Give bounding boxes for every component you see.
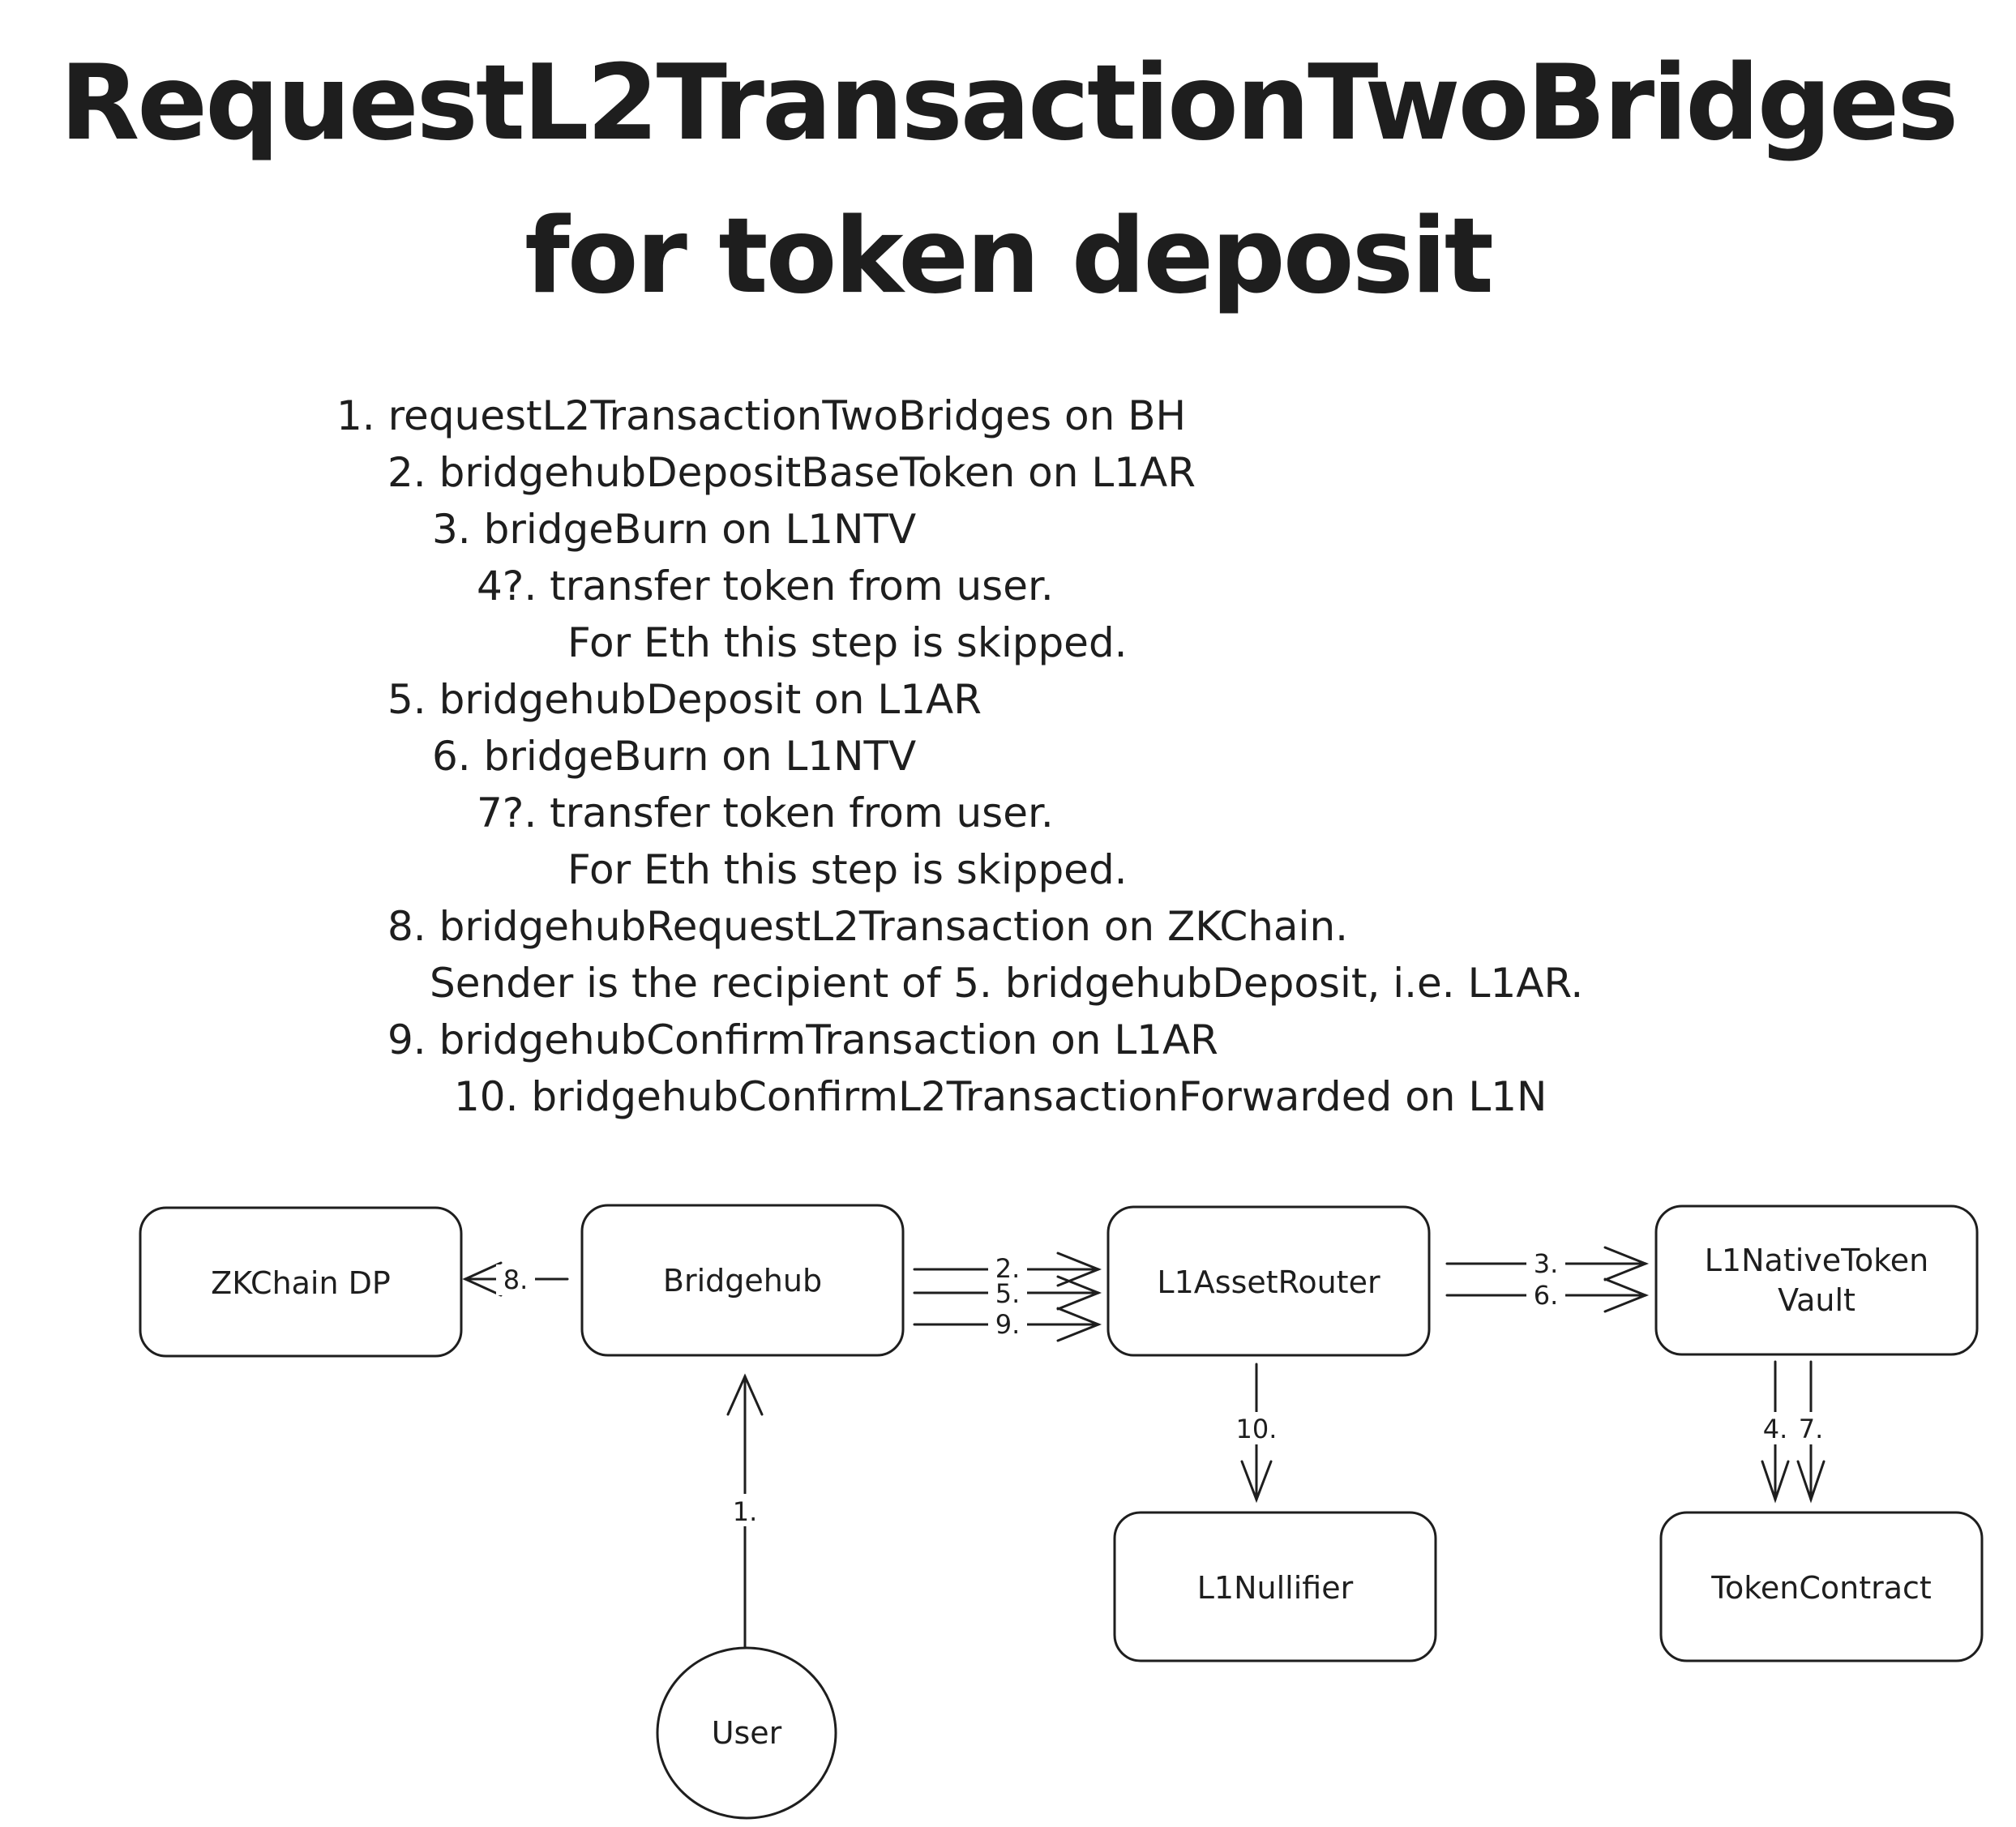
diagram-title-line-1: RequestL2TransactionTwoBridges [59, 43, 1959, 164]
edge-6-label: 6. [1534, 1280, 1559, 1311]
edge-2-label: 2. [995, 1253, 1021, 1284]
node-token-contract-box [1659, 1511, 1984, 1662]
edge-2: 2. [913, 1252, 1102, 1287]
edge-3: 3. [1445, 1246, 1650, 1281]
node-token-contract: TokenContract [1659, 1511, 1984, 1662]
node-user-label: User [712, 1715, 782, 1751]
edge-7-label: 7. [1799, 1414, 1824, 1444]
step-1: 1. requestL2TransactionTwoBridges on BH [336, 392, 1187, 439]
edge-5-arrowhead [1056, 1275, 1102, 1311]
edge-10-label: 10. [1236, 1414, 1278, 1444]
node-l1-asset-router-label: L1AssetRouter [1157, 1264, 1380, 1300]
edge-4-label-bg [1757, 1412, 1787, 1444]
edge-5: 5. [913, 1275, 1102, 1311]
edge-5-label: 5. [995, 1278, 1021, 1309]
edge-1-label: 1. [733, 1496, 758, 1527]
edge-5-label-bg [988, 1282, 1027, 1307]
edge-7-label-bg [1793, 1412, 1822, 1444]
node-zkchain-dp-box [139, 1206, 463, 1358]
edge-7: 7. [1793, 1360, 1826, 1504]
edge-9-label-bg [988, 1311, 1027, 1337]
step-2: 2. bridgehubDepositBaseToken on L1AR [387, 449, 1196, 496]
edge-4-arrowhead [1761, 1460, 1790, 1504]
edge-8: 8. [462, 1261, 569, 1297]
node-l1-asset-router: L1AssetRouter [1106, 1205, 1431, 1357]
edge-9: 9. [913, 1307, 1102, 1342]
step-7: 7?. transfer token from user. [477, 789, 1054, 836]
edge-6-arrowhead [1603, 1277, 1650, 1313]
step-6: 6. bridgeBurn on L1NTV [432, 733, 917, 780]
edge-10-arrowhead [1240, 1460, 1273, 1504]
edge-1-arrowhead [726, 1373, 764, 1416]
step-4-note: For Eth this step is skipped. [567, 619, 1128, 666]
node-l1-nullifier-box [1113, 1511, 1437, 1662]
edge-4: 4. [1757, 1360, 1790, 1504]
node-l1-native-token-vault-box [1654, 1204, 1979, 1356]
edge-10-label-bg [1227, 1412, 1286, 1444]
edge-1-label-bg [725, 1494, 764, 1526]
edge-9-label: 9. [995, 1309, 1021, 1340]
edge-6: 6. [1445, 1277, 1650, 1313]
node-zkchain-dp: ZKChain DP [139, 1206, 463, 1358]
step-list: 1. requestL2TransactionTwoBridges on BH … [336, 392, 1584, 1120]
edge-8-label: 8. [503, 1264, 529, 1295]
edge-6-label-bg [1526, 1282, 1565, 1308]
step-8: 8. bridgehubRequestL2Transaction on ZKCh… [387, 903, 1349, 950]
step-5: 5. bridgehubDeposit on L1AR [387, 676, 982, 723]
node-user: User [656, 1646, 837, 1820]
edge-2-arrowhead [1056, 1252, 1102, 1287]
step-4: 4?. transfer token from user. [477, 563, 1054, 610]
step-7-note: For Eth this step is skipped. [567, 846, 1128, 893]
edge-3-arrowhead [1603, 1246, 1650, 1281]
step-9: 9. bridgehubConfirmTransaction on L1AR [387, 1016, 1218, 1063]
edge-3-label-bg [1526, 1250, 1565, 1277]
edge-10: 10. [1227, 1363, 1286, 1504]
node-l1-nullifier: L1Nullifier [1113, 1511, 1437, 1662]
node-user-circle [656, 1646, 837, 1820]
edge-7-arrowhead [1796, 1460, 1826, 1504]
edge-4-label: 4. [1763, 1414, 1788, 1444]
diagram-title-line-2: for token deposit [524, 196, 1494, 317]
node-bridgehub-label: Bridgehub [663, 1263, 822, 1299]
node-l1-nullifier-label: L1Nullifier [1197, 1570, 1354, 1606]
edge-2-label-bg [988, 1255, 1027, 1282]
node-zkchain-dp-label: ZKChain DP [211, 1265, 391, 1301]
step-10: 10. bridgehubConfirmL2TransactionForward… [454, 1073, 1547, 1120]
edge-8-arrowhead [462, 1261, 503, 1297]
step-8-note: Sender is the recipient of 5. bridgehubD… [430, 960, 1584, 1007]
edge-8-label-bg [496, 1264, 535, 1295]
node-token-contract-label: TokenContract [1710, 1570, 1932, 1606]
edge-3-label: 3. [1534, 1248, 1559, 1279]
node-l1-native-token-vault: L1NativeToken Vault [1654, 1204, 1979, 1356]
node-bridgehub-box [580, 1204, 905, 1357]
step-3: 3. bridgeBurn on L1NTV [432, 506, 917, 553]
node-l1-asset-router-box [1106, 1205, 1431, 1357]
edge-1: 1. [725, 1373, 764, 1649]
node-bridgehub: Bridgehub [580, 1204, 905, 1357]
edge-9-arrowhead [1056, 1307, 1102, 1342]
node-l1-native-token-vault-label-1: L1NativeToken [1705, 1243, 1929, 1278]
node-l1-native-token-vault-label-2: Vault [1778, 1282, 1855, 1318]
